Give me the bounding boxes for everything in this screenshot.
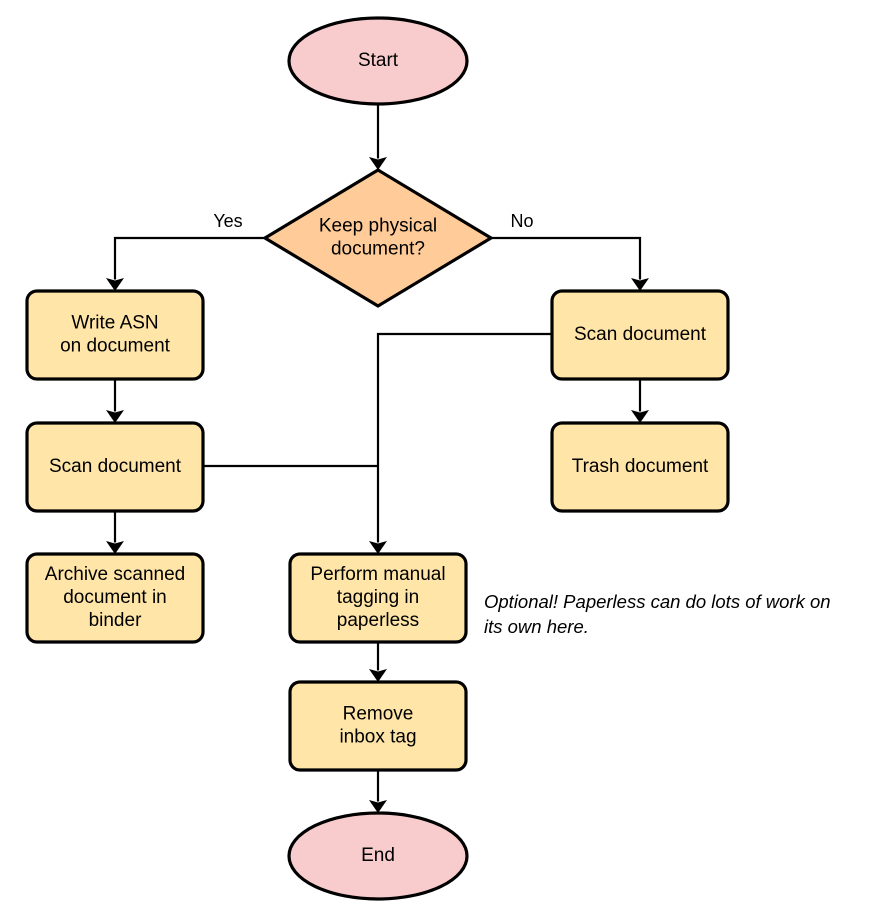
node-label-manual-tagging-line-2: tagging in [337, 587, 419, 608]
process-shape[interactable] [550, 421, 730, 513]
edge-path [491, 236, 642, 280]
node-start[interactable]: Start [287, 16, 469, 106]
node-label-start: Start [358, 50, 399, 71]
node-label-remove-inbox-tag-line-1: Remove [343, 704, 414, 725]
node-label-trash-document: Trash document [572, 456, 709, 477]
terminator-shape[interactable] [287, 811, 469, 901]
process-shape[interactable] [25, 552, 205, 644]
node-label-scan-right: Scan document [574, 324, 707, 345]
edge-manual-tagging-to-remove-inbox-tag [369, 642, 387, 682]
arrowhead-icon [631, 410, 649, 423]
arrowhead-icon [631, 278, 649, 291]
process-shape[interactable] [550, 289, 730, 381]
decision-shape[interactable] [263, 168, 493, 308]
process-shape[interactable] [288, 552, 468, 644]
node-label-archive-binder-line-2: document in [63, 587, 167, 608]
edge-remove-inbox-tag-to-end [369, 770, 387, 813]
process-shape[interactable] [25, 421, 205, 513]
edge-layer: Yes No [106, 104, 649, 813]
edge-path [113, 236, 265, 280]
node-label-end: End [361, 845, 395, 866]
edge-start-to-decision [369, 104, 387, 170]
annotation-optional-note: Optional! Paperless can do lots of work … [484, 591, 831, 637]
annotation-layer: Optional! Paperless can do lots of work … [484, 591, 831, 637]
terminator-shape[interactable] [287, 16, 469, 106]
edge-scan-right-to-manual-tagging [369, 332, 552, 554]
node-label-manual-tagging-line-3: paperless [337, 610, 419, 631]
edge-scan-right-to-trash [631, 379, 649, 423]
arrowhead-icon [369, 157, 387, 170]
edge-label-yes: Yes [213, 211, 242, 231]
edge-label-no: No [510, 211, 533, 231]
arrowhead-icon [369, 541, 387, 554]
node-label-manual-tagging-line-1: Perform manual [310, 564, 445, 585]
node-label-write-asn-line-1: Write ASN [71, 313, 158, 334]
node-label-scan-left: Scan document [49, 456, 182, 477]
node-label-keep-physical-line-2: document? [331, 239, 425, 260]
arrowhead-icon [369, 669, 387, 682]
node-end[interactable]: End [287, 811, 469, 901]
annotation-line-2: its own here. [484, 616, 589, 637]
edge-write-asn-to-scan-left [106, 379, 124, 423]
process-shape[interactable] [288, 680, 468, 772]
edge-decision-no-to-scan-right: No [491, 211, 649, 291]
process-shape[interactable] [25, 289, 205, 381]
node-label-archive-binder-line-1: Archive scanned [45, 564, 185, 585]
arrowhead-icon [106, 541, 124, 554]
edge-path [376, 332, 552, 543]
edge-decision-yes-to-write-asn: Yes [106, 211, 265, 291]
node-label-keep-physical-line-1: Keep physical [319, 216, 437, 237]
arrowhead-icon [369, 800, 387, 813]
edge-scan-left-to-archive [106, 511, 124, 554]
arrowhead-icon [106, 410, 124, 423]
node-label-remove-inbox-tag-line-2: inbox tag [339, 727, 416, 748]
annotation-line-1: Optional! Paperless can do lots of work … [484, 591, 831, 612]
node-label-write-asn-line-2: on document [60, 336, 171, 357]
node-trash-document[interactable]: Trash document [550, 421, 730, 513]
node-scan-left[interactable]: Scan document [25, 421, 205, 513]
node-scan-right[interactable]: Scan document [550, 289, 730, 381]
node-label-archive-binder-line-3: binder [89, 610, 142, 631]
arrowhead-icon [106, 278, 124, 291]
